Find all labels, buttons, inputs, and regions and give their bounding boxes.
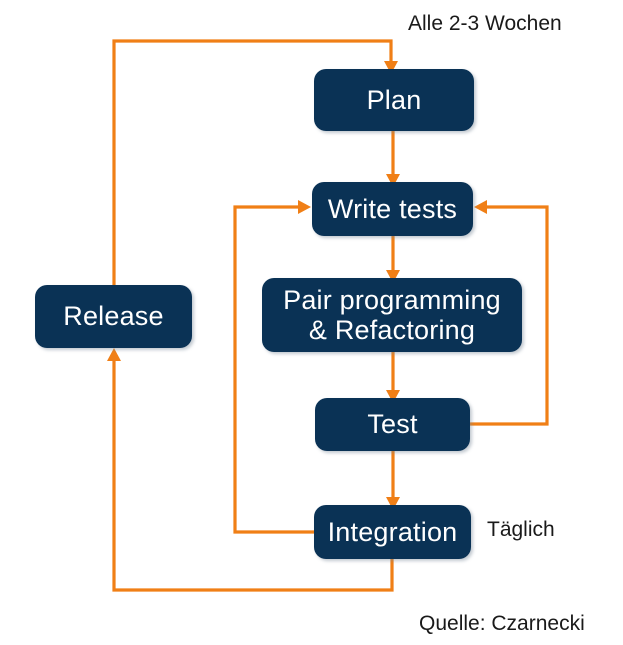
arrowhead-write-tests-left [298, 200, 311, 214]
arrowhead-test-top [386, 390, 400, 403]
node-integration[interactable]: Integration [314, 505, 471, 559]
node-pair-programming-refactoring-label: Pair programming & Refactoring [283, 284, 501, 345]
edge-release-to-plan [112, 39, 393, 285]
node-write-tests[interactable]: Write tests [312, 182, 473, 236]
caption-source: Quelle: Czarnecki [419, 612, 585, 635]
node-release[interactable]: Release [35, 285, 192, 348]
node-pair-programming-refactoring[interactable]: Pair programming & Refactoring [262, 278, 522, 352]
arrowhead-pair-top [386, 270, 400, 283]
node-test[interactable]: Test [315, 398, 470, 451]
arrowhead-plan [384, 61, 398, 74]
arrowhead-integration-top [386, 497, 400, 510]
node-release-label: Release [63, 301, 164, 332]
node-test-label: Test [367, 409, 418, 440]
node-plan-label: Plan [366, 84, 422, 115]
edge-integration-to-release [112, 360, 394, 592]
node-plan[interactable]: Plan [314, 69, 474, 131]
edge-test-to-write-tests [470, 205, 549, 426]
caption-daily-frequency: Täglich [487, 518, 555, 541]
arrowhead-write-tests-right [474, 200, 487, 214]
caption-cycle-frequency: Alle 2-3 Wochen [408, 12, 562, 35]
node-integration-label: Integration [327, 516, 458, 547]
arrowhead-write-tests-top [386, 174, 400, 187]
node-write-tests-label: Write tests [327, 193, 458, 224]
edge-integration-to-write-tests [233, 205, 314, 534]
arrowhead-release-bottom [107, 348, 121, 361]
